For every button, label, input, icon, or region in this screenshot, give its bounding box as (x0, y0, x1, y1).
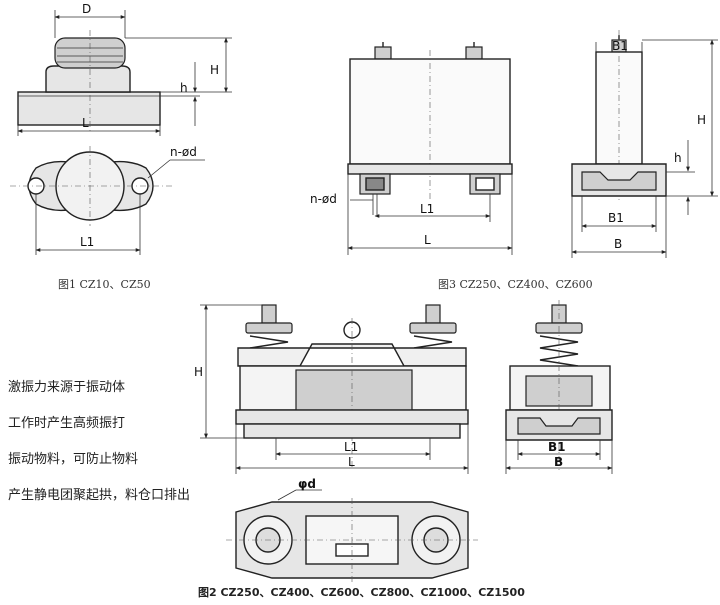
fig2-top-view (226, 489, 478, 584)
fig3-label-h: h (674, 151, 682, 165)
fig1-label-D: D (82, 2, 91, 16)
fig3-label-B: B (614, 237, 622, 251)
fig2-caption: 图2 CZ250、CZ400、CZ600、CZ800、CZ1000、CZ1500 (198, 586, 525, 599)
fig1-caption: 图1 CZ10、CZ50 (58, 278, 151, 291)
fig3-label-B1-top: B1 (612, 39, 628, 53)
description-line-2: 工作时产生高频振打 (8, 416, 126, 431)
fig1-side-view (17, 10, 232, 136)
fig3-label-L: L (424, 233, 431, 247)
fig3-label-L1: L1 (420, 202, 434, 216)
fig2-label-H: H (194, 365, 203, 379)
fig3-side-view (571, 30, 718, 258)
fig1-top-view (10, 146, 205, 255)
fig2-label-L: L (348, 455, 355, 469)
fig3-label-holes: n-ød (310, 192, 337, 206)
fig2-label-B: B (554, 455, 563, 469)
fig3-front-view (347, 42, 513, 255)
fig3-label-H: H (697, 113, 706, 127)
fig2-label-d: φd (298, 477, 316, 491)
fig3-caption: 图3 CZ250、CZ400、CZ600 (438, 278, 593, 291)
fig3-label-B1: B1 (608, 211, 624, 225)
description-line-1: 激振力来源于振动体 (8, 380, 126, 395)
fig2-front-view (200, 304, 469, 474)
fig1-label-holes: n-ød (170, 145, 197, 159)
fig1-label-L: L (82, 116, 89, 130)
description-line-4: 产生静电团聚起拱，料仓口排出 (8, 488, 191, 503)
fig1-label-H: H (210, 63, 219, 77)
fig2-label-B1: B1 (548, 440, 566, 454)
description-line-3: 振动物料，可防止物料 (8, 452, 139, 467)
fig1-label-h: h (180, 81, 188, 95)
fig2-label-L1: L1 (344, 440, 358, 454)
fig1-label-L1: L1 (80, 235, 94, 249)
fig2-side-view (505, 300, 613, 474)
